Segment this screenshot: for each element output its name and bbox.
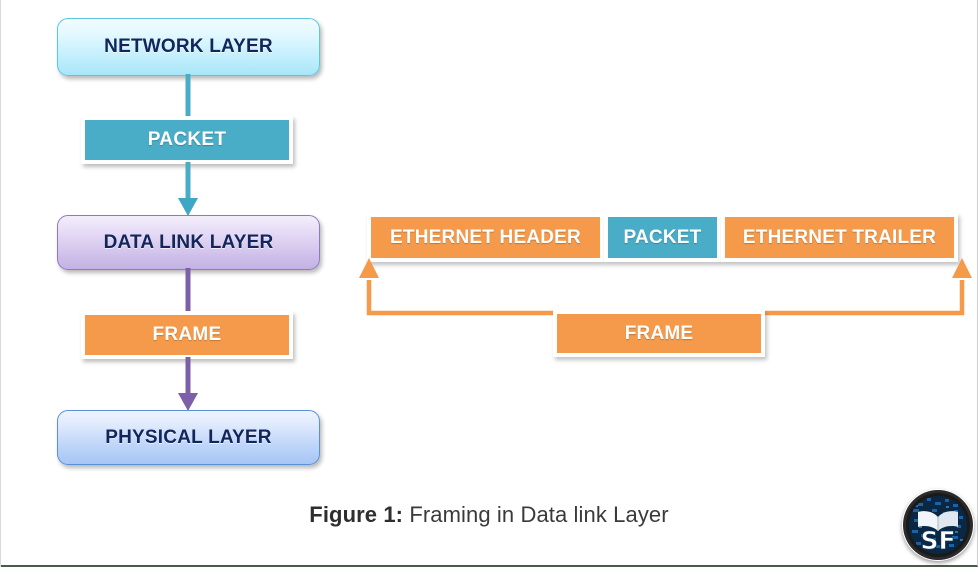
figure-caption: Figure 1: Framing in Data link Layer <box>0 502 978 528</box>
layer-box-data-link: DATA LINK LAYER <box>57 215 320 270</box>
frame-segment-ethernet-trailer: ETHERNET TRAILER <box>721 213 958 262</box>
left-edge-rule <box>0 0 1 567</box>
layer-label-data-link: DATA LINK LAYER <box>103 231 274 253</box>
frame-segment-packet: PACKET <box>604 213 721 262</box>
connector-packet-to-data-link <box>178 162 198 216</box>
frame-segment-label-packet: PACKET <box>623 226 702 248</box>
connector-network-to-packet <box>185 74 191 120</box>
svg-text:SF: SF <box>920 526 955 555</box>
layer-box-network: NETWORK LAYER <box>57 18 320 76</box>
pdu-label-frame: FRAME <box>152 324 222 345</box>
pdu-bar-packet: PACKET <box>81 116 293 164</box>
pdu-label-packet: PACKET <box>147 129 227 150</box>
connector-frame-to-physical <box>178 357 198 411</box>
frame-segment-label-ethernet-header: ETHERNET HEADER <box>390 226 581 248</box>
sf-logo: SF <box>902 489 974 561</box>
frame-bracket-label: FRAME <box>624 322 694 344</box>
frame-bracket-label-box: FRAME <box>553 310 765 357</box>
sf-logo-graphic: SF <box>903 490 973 560</box>
pdu-bar-frame: FRAME <box>81 311 293 359</box>
connector-data-link-to-frame <box>185 268 191 314</box>
layer-box-physical: PHYSICAL LAYER <box>57 410 320 465</box>
layer-label-network: NETWORK LAYER <box>104 36 273 57</box>
frame-segment-ethernet-header: ETHERNET HEADER <box>367 213 604 262</box>
figure-caption-text: Framing in Data link Layer <box>409 502 669 527</box>
figure-caption-label: Figure 1: <box>309 502 404 527</box>
layer-label-physical: PHYSICAL LAYER <box>105 426 272 448</box>
frame-segment-label-ethernet-trailer: ETHERNET TRAILER <box>742 226 937 248</box>
